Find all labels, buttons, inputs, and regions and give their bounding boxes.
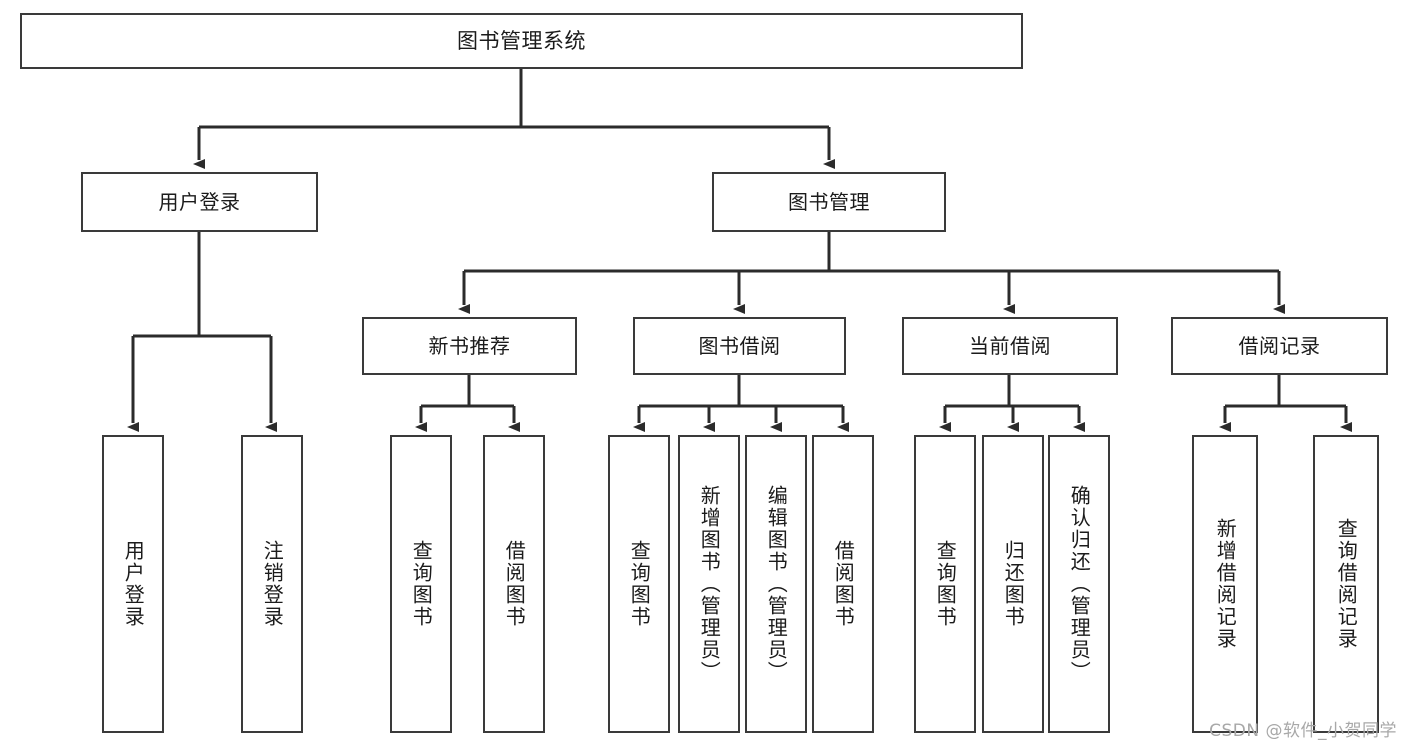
node-book-borrow[interactable]: 图书借阅 xyxy=(633,317,846,375)
node-borrow-record-label: 借阅记录 xyxy=(1238,333,1321,358)
node-current-borrow[interactable]: 当前借阅 xyxy=(902,317,1118,375)
leaf-edit-book-admin[interactable]: 编辑图书（管理员） xyxy=(745,435,807,733)
node-user-login[interactable]: 用户登录 xyxy=(81,172,318,232)
node-new-book-recommend-label: 新书推荐 xyxy=(428,333,511,358)
node-root[interactable]: 图书管理系统 xyxy=(20,13,1023,69)
leaf-confirm-return-admin[interactable]: 确认归还（管理员） xyxy=(1048,435,1110,733)
watermark: CSDN @软件_小贺同学 xyxy=(1209,721,1397,741)
node-book-management[interactable]: 图书管理 xyxy=(712,172,946,232)
leaf-query-book-current[interactable]: 查询图书 xyxy=(914,435,976,733)
leaf-query-book-recommend-label: 查询图书 xyxy=(409,540,434,628)
leaf-edit-book-admin-label: 编辑图书（管理员） xyxy=(764,485,789,683)
leaf-user-login-label: 用户登录 xyxy=(121,540,146,628)
leaf-query-book-recommend[interactable]: 查询图书 xyxy=(390,435,452,733)
leaf-query-book-current-label: 查询图书 xyxy=(933,540,958,628)
leaf-borrow-book-recommend-label: 借阅图书 xyxy=(502,540,527,628)
node-current-borrow-label: 当前借阅 xyxy=(969,333,1051,358)
node-root-label: 图书管理系统 xyxy=(457,28,586,53)
leaf-add-borrow-record[interactable]: 新增借阅记录 xyxy=(1192,435,1258,733)
leaf-user-logout[interactable]: 注销登录 xyxy=(241,435,303,733)
leaf-query-borrow-record[interactable]: 查询借阅记录 xyxy=(1313,435,1379,733)
leaf-user-logout-label: 注销登录 xyxy=(260,540,285,628)
node-borrow-record[interactable]: 借阅记录 xyxy=(1171,317,1388,375)
leaf-add-borrow-record-label: 新增借阅记录 xyxy=(1213,518,1238,650)
node-book-borrow-label: 图书借阅 xyxy=(698,333,781,358)
leaf-borrow-book-label: 借阅图书 xyxy=(831,540,856,628)
node-user-login-label: 用户登录 xyxy=(158,189,241,214)
leaf-add-book-admin-label: 新增图书（管理员） xyxy=(697,485,722,683)
leaf-return-book-label: 归还图书 xyxy=(1001,540,1026,628)
leaf-query-book-borrow-label: 查询图书 xyxy=(627,540,652,628)
leaf-return-book[interactable]: 归还图书 xyxy=(982,435,1044,733)
leaf-add-book-admin[interactable]: 新增图书（管理员） xyxy=(678,435,740,733)
leaf-borrow-book[interactable]: 借阅图书 xyxy=(812,435,874,733)
leaf-query-borrow-record-label: 查询借阅记录 xyxy=(1334,518,1359,650)
leaf-user-login[interactable]: 用户登录 xyxy=(102,435,164,733)
node-book-management-label: 图书管理 xyxy=(788,189,870,214)
leaf-confirm-return-admin-label: 确认归还（管理员） xyxy=(1067,485,1092,683)
leaf-query-book-borrow[interactable]: 查询图书 xyxy=(608,435,670,733)
node-new-book-recommend[interactable]: 新书推荐 xyxy=(362,317,577,375)
leaf-borrow-book-recommend[interactable]: 借阅图书 xyxy=(483,435,545,733)
